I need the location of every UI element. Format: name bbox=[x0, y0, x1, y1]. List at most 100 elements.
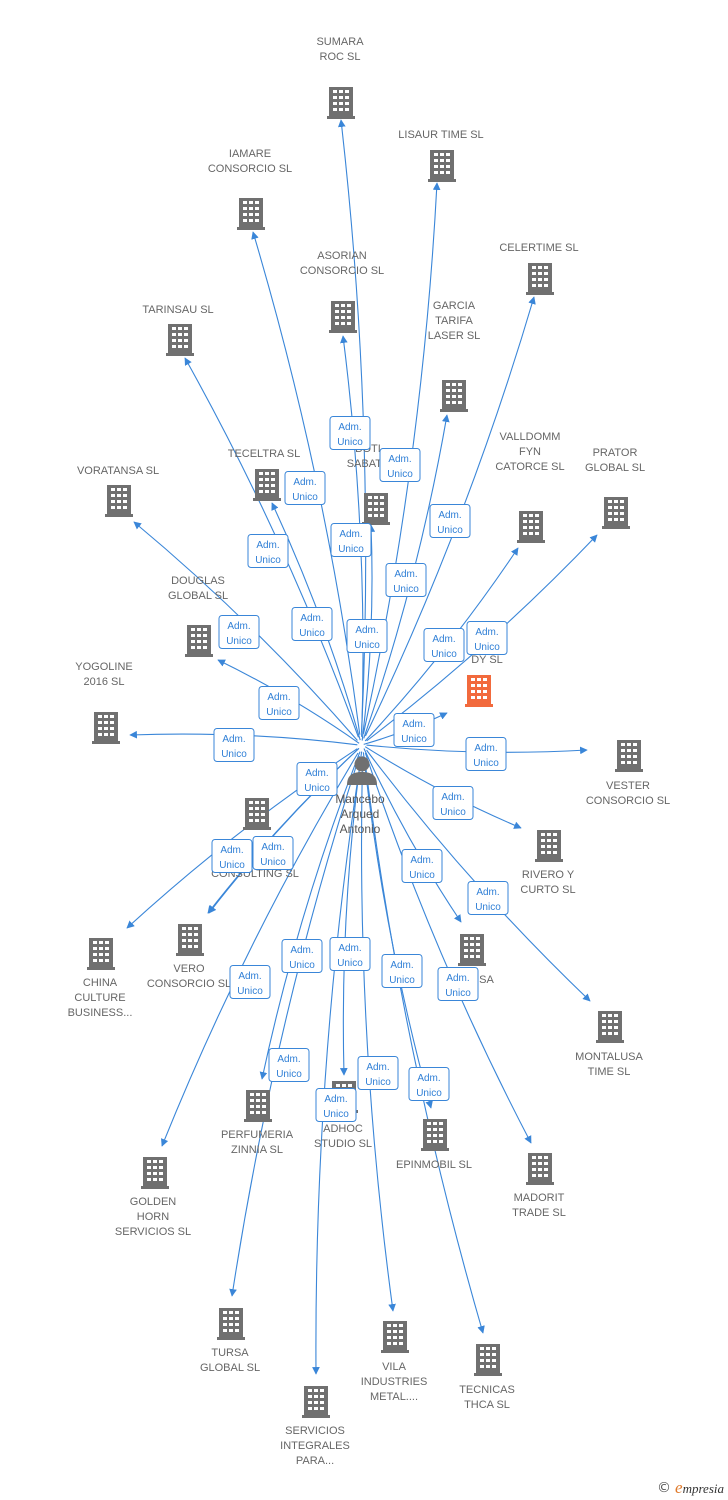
relation-edge bbox=[360, 756, 396, 1312]
company-name: TECNICAS bbox=[459, 1384, 515, 1396]
relation-label[interactable]: Adm.Unico bbox=[252, 836, 294, 870]
relation-label[interactable]: Adm.Unico bbox=[291, 607, 333, 641]
relation-label[interactable]: Adm.Unico bbox=[329, 937, 371, 971]
relation-edge bbox=[364, 752, 532, 1144]
relation-text: Adm. bbox=[293, 477, 316, 488]
company-name: GLOBAL SL bbox=[200, 1362, 260, 1374]
company-name: CATORCE SL bbox=[495, 461, 564, 473]
relation-label[interactable]: Adm.Unico bbox=[258, 686, 300, 720]
relation-label[interactable]: Adm.Unico bbox=[465, 737, 507, 771]
building-icon bbox=[166, 324, 194, 356]
company-node[interactable]: TECELTRA SL bbox=[228, 448, 301, 501]
company-name: TARINSAU SL bbox=[142, 304, 213, 316]
relation-text: Unico bbox=[475, 902, 501, 913]
relation-text: Unico bbox=[401, 734, 427, 745]
company-name: VILA bbox=[382, 1361, 407, 1373]
relation-text: Unico bbox=[299, 628, 325, 639]
relation-label[interactable]: Adm.Unico bbox=[429, 504, 471, 538]
relation-label[interactable]: Adm.Unico bbox=[408, 1067, 450, 1101]
relation-label[interactable]: Adm.Unico bbox=[357, 1056, 399, 1090]
relation-text: Adm. bbox=[277, 1054, 300, 1065]
relation-text: Unico bbox=[237, 986, 263, 997]
company-node[interactable]: DY SL bbox=[465, 654, 503, 707]
relation-label[interactable]: Adm.Unico bbox=[393, 713, 435, 747]
relation-label[interactable]: Adm.Unico bbox=[466, 621, 508, 655]
relation-text: Adm. bbox=[355, 625, 378, 636]
relation-text: Unico bbox=[338, 544, 364, 555]
relation-label[interactable]: Adm.Unico bbox=[329, 416, 371, 450]
company-node[interactable]: LISAUR TIME SL bbox=[398, 129, 484, 182]
company-name: VESTER bbox=[606, 780, 650, 792]
relation-label[interactable]: Adm.Unico bbox=[432, 786, 474, 820]
company-name: FYN bbox=[519, 446, 541, 458]
company-name: HORN bbox=[137, 1211, 169, 1223]
relation-text: Adm. bbox=[222, 734, 245, 745]
relation-label[interactable]: Adm.Unico bbox=[346, 619, 388, 653]
company-name: INTEGRALES bbox=[280, 1440, 350, 1452]
relation-label[interactable]: Adm.Unico bbox=[247, 534, 289, 568]
footer: © empresia bbox=[657, 1478, 724, 1498]
company-node[interactable]: VILAINDUSTRIESMETAL.... bbox=[361, 1321, 428, 1403]
relation-label[interactable]: Adm.Unico bbox=[281, 939, 323, 973]
relation-label[interactable]: Adm.Unico bbox=[379, 448, 421, 482]
relation-label[interactable]: Adm.Unico bbox=[315, 1088, 357, 1122]
relation-text: Unico bbox=[226, 636, 252, 647]
relation-label[interactable]: Adm.Unico bbox=[229, 965, 271, 999]
building-icon bbox=[141, 1157, 169, 1189]
company-name: LISAUR TIME SL bbox=[398, 129, 483, 141]
relation-label[interactable]: Adm.Unico bbox=[467, 881, 509, 915]
company-node[interactable]: CHINACULTUREBUSINESS... bbox=[68, 938, 133, 1019]
relation-label[interactable]: Adm.Unico bbox=[423, 628, 465, 662]
relation-label[interactable]: Adm.Unico bbox=[268, 1048, 310, 1082]
relation-text: Unico bbox=[431, 649, 457, 660]
company-node[interactable]: SERVICIOSINTEGRALESPARA... bbox=[280, 1386, 350, 1467]
relation-text: Unico bbox=[445, 988, 471, 999]
relation-label[interactable]: Adm.Unico bbox=[296, 762, 338, 796]
company-node[interactable]: TARINSAU SL bbox=[142, 304, 214, 356]
relation-label[interactable]: Adm.Unico bbox=[437, 967, 479, 1001]
relation-text: Adm. bbox=[338, 943, 361, 954]
relation-label[interactable]: Adm.Unico bbox=[330, 523, 372, 557]
relation-text: Unico bbox=[337, 437, 363, 448]
company-name: YOGOLINE bbox=[75, 661, 132, 673]
company-node[interactable]: CELERTIME SL bbox=[499, 242, 579, 295]
relation-label[interactable]: Adm.Unico bbox=[385, 563, 427, 597]
relation-edge bbox=[312, 757, 362, 1375]
company-node[interactable]: VORATANSA SL bbox=[77, 465, 159, 517]
building-icon bbox=[381, 1321, 409, 1353]
relation-label[interactable]: Adm.Unico bbox=[401, 849, 443, 883]
relation-label[interactable]: Adm.Unico bbox=[381, 954, 423, 988]
relation-text: Unico bbox=[255, 555, 281, 566]
company-node[interactable]: EPINMOBIL SL bbox=[396, 1119, 472, 1171]
relation-edge bbox=[207, 747, 360, 914]
relation-label[interactable]: Adm.Unico bbox=[213, 728, 255, 762]
relation-label[interactable]: Adm.Unico bbox=[284, 471, 326, 505]
relation-text: Adm. bbox=[438, 510, 461, 521]
relation-label[interactable]: Adm.Unico bbox=[211, 839, 253, 873]
company-name: MADORIT bbox=[514, 1192, 565, 1204]
empresia-logo[interactable]: empresia bbox=[675, 1478, 724, 1497]
relation-text: Unico bbox=[474, 642, 500, 653]
company-name: CONSORCIO SL bbox=[208, 163, 292, 175]
company-name: CELERTIME SL bbox=[499, 242, 578, 254]
relation-label[interactable]: Adm.Unico bbox=[218, 615, 260, 649]
